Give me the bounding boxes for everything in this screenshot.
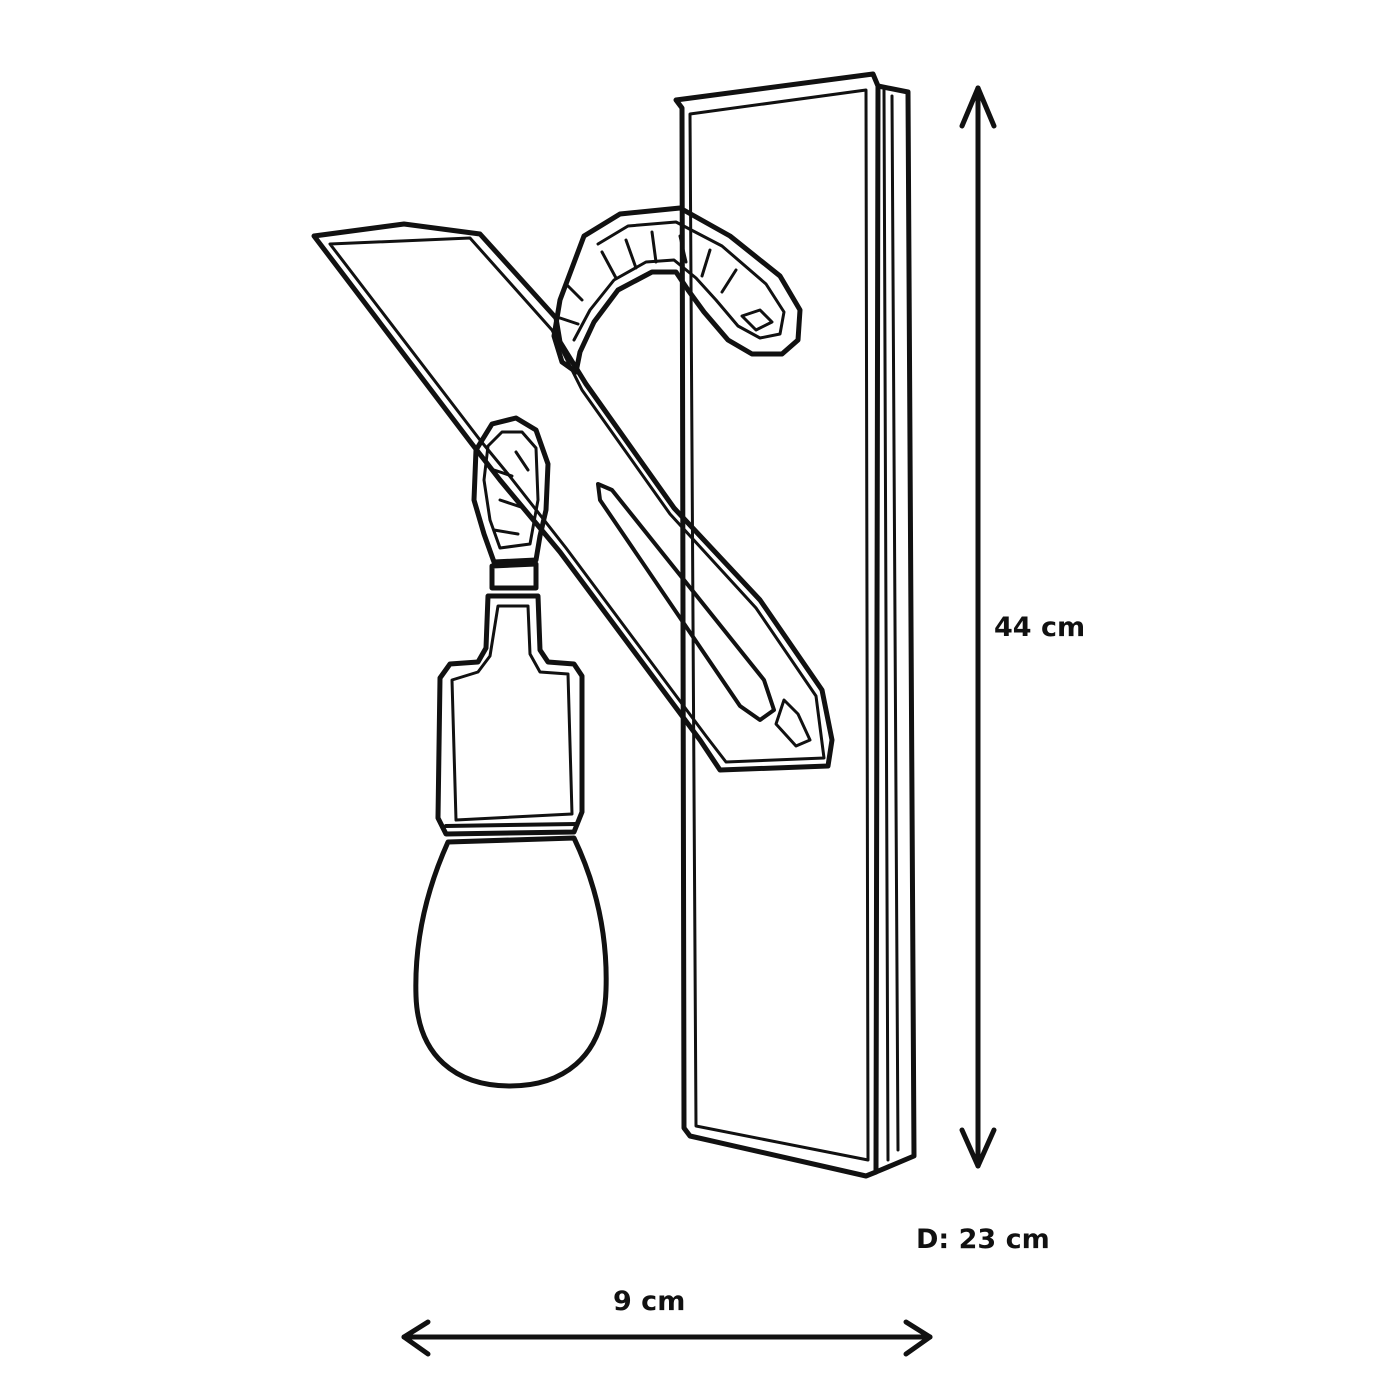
socket-rope-sleeve [471, 415, 551, 565]
backplate-side-edge [873, 83, 917, 1175]
diagonal-arm [311, 221, 835, 773]
height-dimension-label: 44 cm [994, 612, 1086, 643]
rope-hook [551, 205, 803, 375]
wall-backplate [673, 71, 881, 1179]
width-dimension-label: 9 cm [613, 1286, 686, 1317]
height-dimension-arrow [959, 85, 997, 1169]
lamp-socket [435, 561, 585, 837]
light-bulb [413, 835, 609, 1089]
depth-dimension-label: D: 23 cm [916, 1224, 1050, 1255]
width-dimension-arrow [401, 1319, 933, 1357]
